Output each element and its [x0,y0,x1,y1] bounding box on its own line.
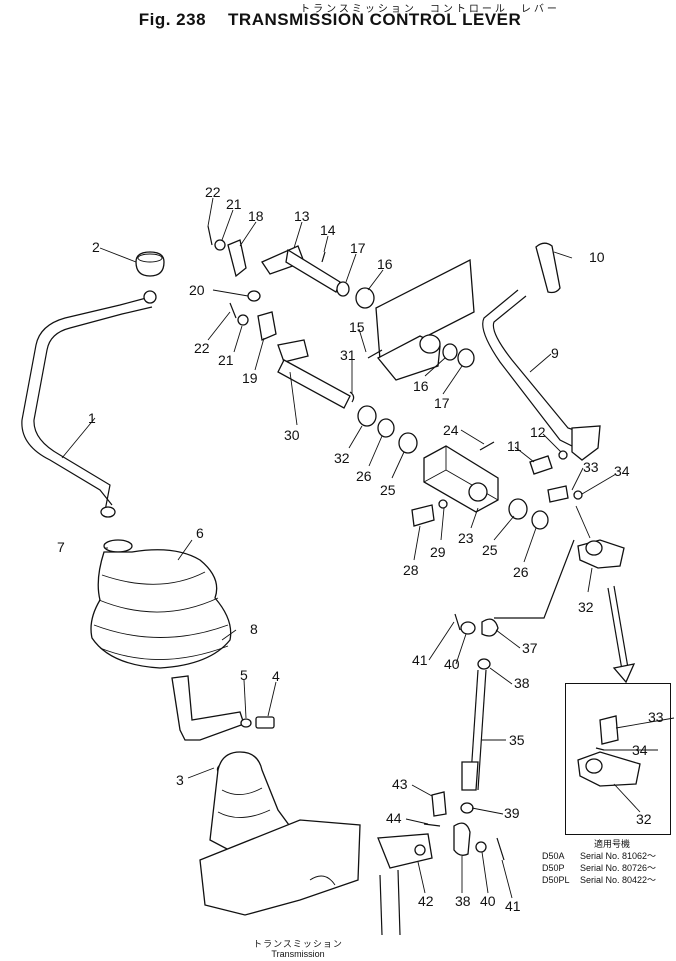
callout-14: 14 [320,222,336,238]
callout-13: 13 [294,208,310,224]
mounting-plate [367,258,475,381]
applicability-row: D50P Serial No. 80726～ [542,862,656,874]
figure-name: TRANSMISSION CONTROL LEVER [228,10,522,29]
lever-bracket [171,675,275,777]
callout-7: 7 [57,539,65,555]
callout-21b: 21 [218,352,234,368]
model-name: D50A [542,851,565,861]
callout-20: 20 [189,282,205,298]
callout-8: 8 [250,621,258,637]
callout-33: 33 [583,459,599,475]
callout-32b: 32 [636,811,652,827]
lever-9 [482,242,601,503]
figure-number: Fig. 238 [138,10,207,29]
callout-17b: 17 [434,395,450,411]
callout-37: 38 [514,675,530,691]
japanese-title: トランスミッション コントロール レバー [300,4,560,15]
callout-24: 24 [443,422,459,438]
callout-33b: 33 [648,709,664,725]
callout-42: 42 [418,893,434,909]
serial-number: Serial No. 80726～ [580,863,657,873]
transmission-label: Transmission [271,949,325,959]
callout-22b: 22 [194,340,210,356]
model-name: D50P [542,863,565,873]
callout-34: 34 [614,463,630,479]
boot-6 [90,539,232,669]
callout-4: 4 [272,668,280,684]
callout-23: 23 [458,530,474,546]
callout-26b: 26 [513,564,529,580]
callout-25b: 25 [482,542,498,558]
callout-36: 37 [522,640,538,656]
upper-shaft-assembly [207,225,375,341]
callout-28: 29 [430,544,446,560]
transmission-label-japanese: トランスミッション [253,939,343,949]
callout-16b: 16 [413,378,429,394]
callout-27: 28 [403,562,419,578]
inset-detail-parts [577,715,641,787]
callout-39: 39 [504,805,520,821]
callout-26: 26 [356,468,372,484]
callout-32: 32 [578,599,594,615]
callout-16: 16 [377,256,393,272]
callout-43: 43 [392,776,408,792]
callout-12: 12 [530,424,546,440]
callout-41b: 41 [505,898,521,914]
callout-38: 38 [455,893,471,909]
callout-19: 19 [242,370,258,386]
shift-lever-1 [21,290,157,518]
callout-11: 11 [507,438,522,454]
callout-5: 5 [240,667,248,683]
leader-lines [61,197,675,899]
callout-3: 3 [176,772,184,788]
callout-2: 2 [92,239,100,255]
callout-22: 22 [205,184,221,200]
applicability-heading: 適用号機 [594,839,631,849]
rod-linkage [377,539,625,869]
callout-1: 1 [88,410,96,426]
figure-title: Fig. 238 TRANSMISSION CONTROL LEVER [0,10,668,30]
callout-35: 35 [509,732,525,748]
pivot-block-23 [411,441,549,530]
callout-6: 6 [196,525,204,541]
callout-40: 40 [444,656,460,672]
applicability-row: D50PL Serial No. 80422～ [542,874,656,886]
callout-numbers: 2 22 21 18 13 14 17 16 20 22 21 19 15 31… [57,184,664,914]
callout-25: 25 [380,482,396,498]
callout-29: 30 [284,427,300,443]
lower-shaft-assembly [277,339,418,454]
applicability-row: D50A Serial No. 81062～ [542,850,656,862]
callout-10: 10 [589,249,605,265]
callout-15: 15 [349,319,365,335]
callout-30: 31 [340,347,356,363]
inset-detail-box [565,683,671,835]
callout-44: 44 [386,810,402,826]
callout-31: 32 [334,450,350,466]
knob-2 [135,251,165,277]
hatched-pointer-arrow [607,585,636,684]
applicability-notes: 適用号機 D50A Serial No. 81062～ D50P Serial No… [542,838,656,886]
callout-9: 9 [551,345,559,361]
callout-34b: 34 [632,742,648,758]
callout-17: 17 [350,240,366,256]
callout-18: 18 [248,208,264,224]
serial-number: Serial No. 80422～ [580,875,657,885]
callout-21: 21 [226,196,242,212]
callout-41: 41 [412,652,428,668]
serial-number: Serial No. 81062～ [580,851,657,861]
model-name: D50PL [542,875,570,885]
callout-40b: 40 [480,893,496,909]
transmission-housing [199,751,401,936]
